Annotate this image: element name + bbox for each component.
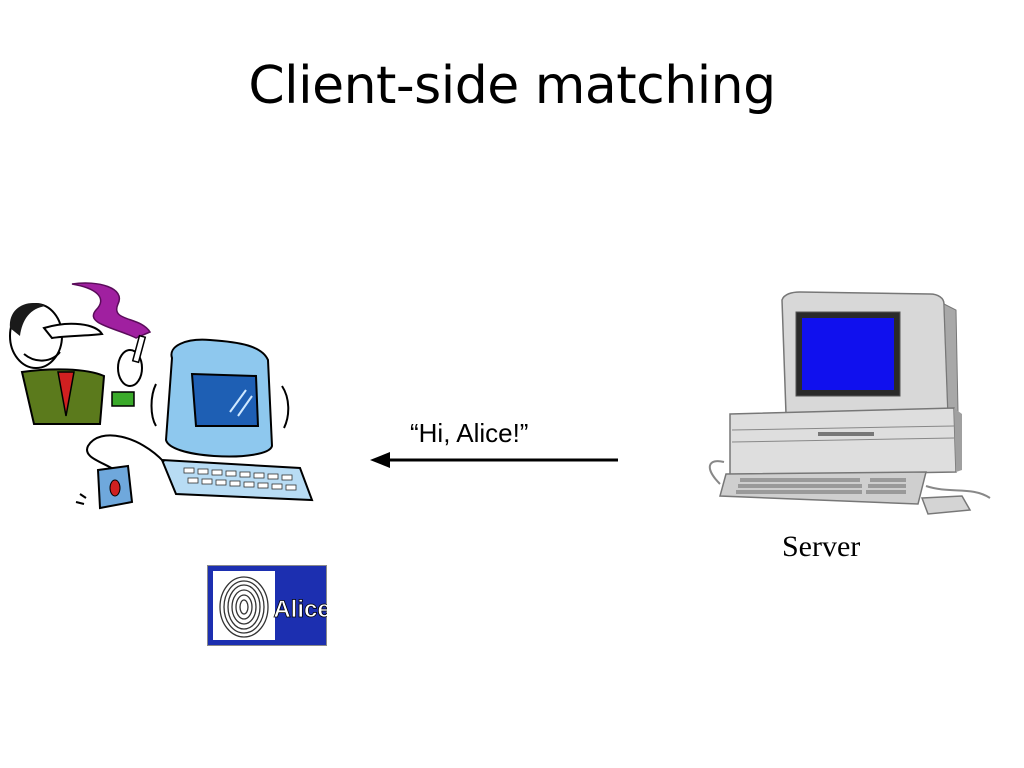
server-screen: [802, 318, 894, 390]
fingerprint-icon: [219, 576, 269, 638]
server-base-unit: [729, 407, 957, 477]
fingerprint-alice-badge: Alice: [207, 565, 327, 646]
badge-name: Alice: [273, 596, 327, 623]
server-computer-illustration: [709, 291, 991, 515]
client-screen: [190, 372, 260, 427]
server-label: Server: [782, 530, 861, 563]
client-user-computer-illustration: [9, 282, 314, 510]
message-label: “Hi, Alice!”: [410, 418, 529, 448]
slide-title: Client-side matching: [248, 56, 776, 116]
message-arrow: [370, 452, 618, 468]
server-mouse: [920, 495, 972, 515]
arrowhead: [370, 452, 390, 468]
smoke-swirl: [71, 282, 152, 339]
